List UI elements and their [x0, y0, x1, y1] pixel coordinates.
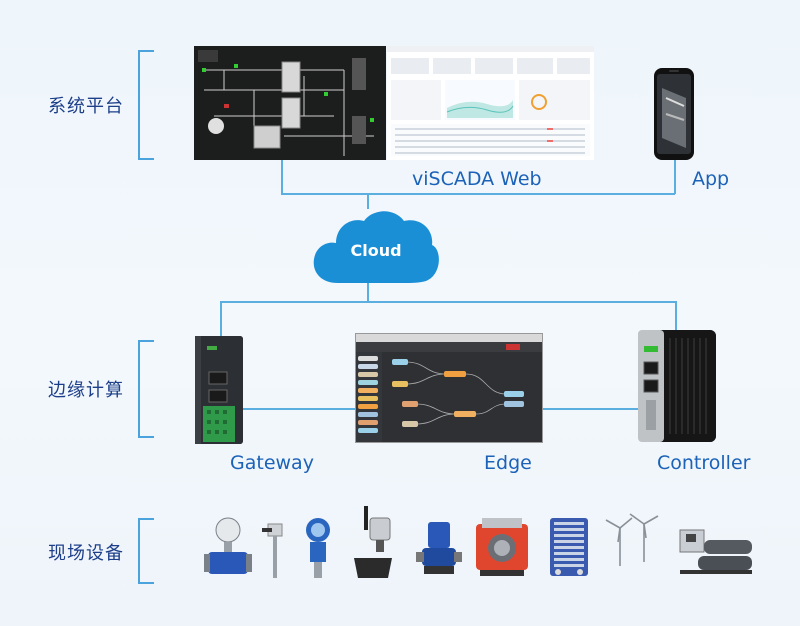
gateway-caption: Gateway — [230, 452, 314, 474]
connector-from-cloud — [367, 282, 369, 302]
plate-heat-exchanger-icon — [548, 514, 590, 584]
viscada-web-caption: viSCADA Web — [412, 168, 542, 190]
controller-caption: Controller — [657, 452, 751, 474]
connector-controller-up — [675, 301, 677, 331]
connector-gateway-up — [220, 301, 222, 337]
app-caption: App — [692, 168, 730, 190]
tier-label-field-devices: 现场设备 — [48, 543, 124, 564]
boiler-icon — [472, 516, 532, 582]
wind-turbine-icon — [600, 506, 662, 572]
gateway-device — [195, 336, 243, 444]
pump-icon — [414, 520, 464, 580]
bracket-platform — [138, 50, 154, 160]
connector-edge-bus — [220, 301, 676, 303]
cloud-label: Cloud — [350, 241, 402, 260]
connector-web-down — [281, 160, 283, 194]
control-valve-icon — [348, 504, 398, 584]
bracket-field-devices — [138, 518, 154, 584]
pressure-transmitter-icon — [298, 516, 338, 584]
tier-label-platform: 系统平台 — [48, 96, 124, 117]
connector-app-down — [674, 160, 676, 194]
chiller-icon — [676, 524, 756, 580]
bracket-edge-computing — [138, 340, 154, 438]
tier-label-edge-computing: 边缘计算 — [48, 380, 124, 401]
connector-gateway-edge — [243, 408, 357, 410]
connector-edge-controller — [541, 408, 639, 410]
mobile-app-phone — [654, 68, 694, 160]
cloud-node: Cloud — [310, 205, 442, 285]
connector-to-cloud — [367, 193, 369, 209]
edge-flow-editor — [355, 333, 543, 443]
controller-device — [638, 330, 716, 442]
flowmeter-icon — [200, 516, 256, 586]
edge-caption: Edge — [484, 452, 532, 474]
temperature-sensor-icon — [260, 520, 288, 584]
scada-process-screen — [194, 46, 386, 160]
viscada-web-dashboard — [387, 46, 594, 160]
connector-platform-bus — [281, 193, 675, 195]
